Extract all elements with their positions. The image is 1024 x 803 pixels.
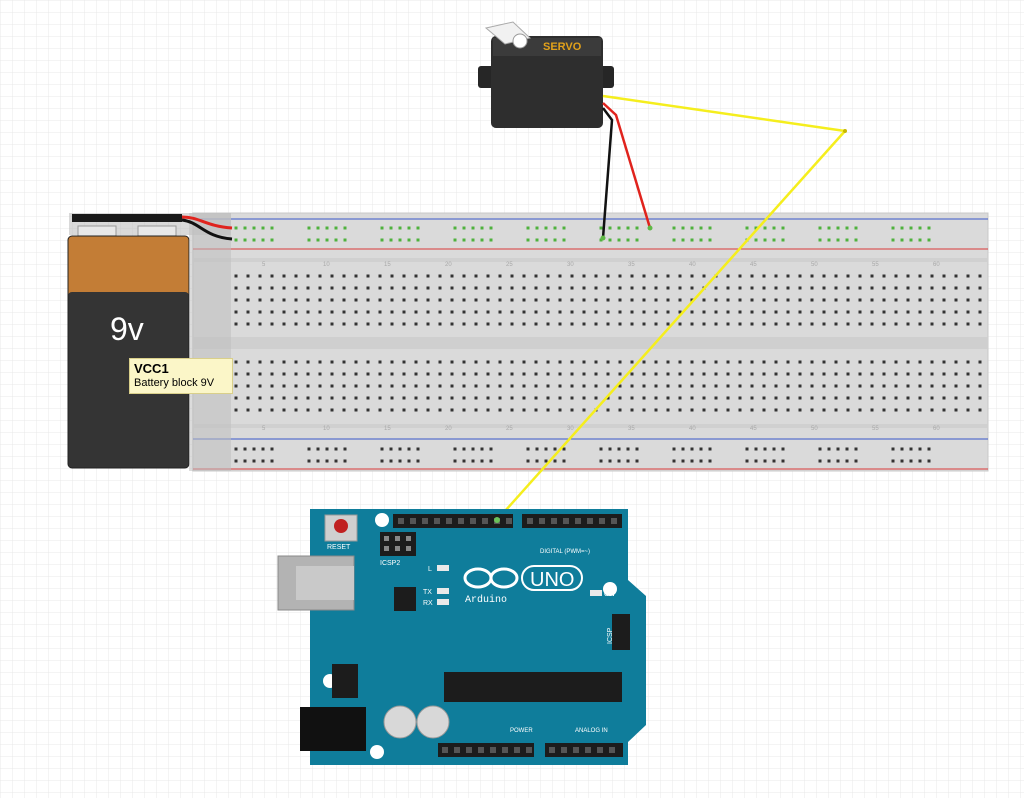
power-header [438, 743, 534, 757]
column-number: 55 [872, 262, 879, 268]
column-number: 50 [811, 262, 818, 268]
uno-label: UNO [530, 569, 574, 591]
breadboard[interactable]: 5510101515202025253030353540404545505055… [192, 212, 989, 472]
column-number: 25 [506, 426, 513, 432]
column-number: 25 [506, 262, 513, 268]
column-number: 20 [445, 426, 452, 432]
power-wire-red [602, 102, 652, 229]
column-number: 10 [323, 426, 330, 432]
breadboard-center-channel [193, 337, 988, 349]
battery-9v[interactable]: 9v [67, 213, 231, 471]
column-number: 60 [933, 262, 940, 268]
column-number: 5 [262, 426, 266, 432]
column-number: 10 [323, 262, 330, 268]
column-number: 15 [384, 262, 391, 268]
arduino-uno-board[interactable]: RESET ICSP2 DIGITAL (PWM=~) L TX RX ON [277, 509, 646, 765]
breadboard-holes [234, 226, 982, 463]
servo-motor[interactable]: SERVO [478, 21, 614, 128]
icsp2-label: ICSP2 [380, 560, 400, 567]
column-number: 15 [384, 426, 391, 432]
column-number: 45 [750, 262, 757, 268]
column-number: 60 [933, 426, 940, 432]
column-number: 40 [689, 262, 696, 268]
l-led-label: L [428, 566, 432, 573]
on-led-label: ON [604, 591, 615, 598]
icsp-label: ICSP [607, 627, 614, 644]
rx-led-label: RX [423, 600, 433, 607]
column-number: 45 [750, 426, 757, 432]
capacitor-1 [383, 705, 417, 739]
column-number: 20 [445, 262, 452, 268]
column-number: 40 [689, 426, 696, 432]
voltage-regulator [394, 587, 416, 611]
power-label: POWER [510, 728, 533, 734]
battery-lead-red [181, 215, 233, 230]
breadboard-column-numbers: 5510101515202025253030353540404545505055… [262, 262, 940, 432]
digital-label: DIGITAL (PWM=~) [540, 549, 590, 555]
ground-wire-black [601, 107, 614, 239]
column-number: 55 [872, 426, 879, 432]
analog-header [545, 743, 623, 757]
arduino-logo-icon [463, 567, 519, 589]
column-number: 30 [567, 426, 574, 432]
arduino-logo-text: Arduino [465, 594, 507, 606]
analog-label: ANALOG IN [575, 728, 608, 734]
column-number: 5 [262, 262, 266, 268]
microcontroller-chip [444, 672, 622, 702]
power-jack [300, 707, 366, 751]
column-number: 30 [567, 262, 574, 268]
column-number: 35 [628, 426, 635, 432]
battery-label: 9v [110, 311, 144, 347]
tooltip-subtitle: Battery block 9V [134, 377, 215, 389]
tooltip-title: VCC1 [134, 361, 169, 376]
component-tooltip: VCC1 Battery block 9V [129, 358, 233, 394]
column-number: 35 [628, 262, 635, 268]
column-number: 50 [811, 426, 818, 432]
servo-label: SERVO [543, 41, 582, 53]
uno-badge [521, 565, 583, 591]
tx-led-label: TX [423, 589, 432, 596]
capacitor-2 [416, 705, 450, 739]
digital-header-right [522, 514, 622, 528]
reset-label: RESET [327, 544, 351, 551]
battery-lead-black [181, 218, 233, 241]
digital-header-left [393, 514, 513, 528]
